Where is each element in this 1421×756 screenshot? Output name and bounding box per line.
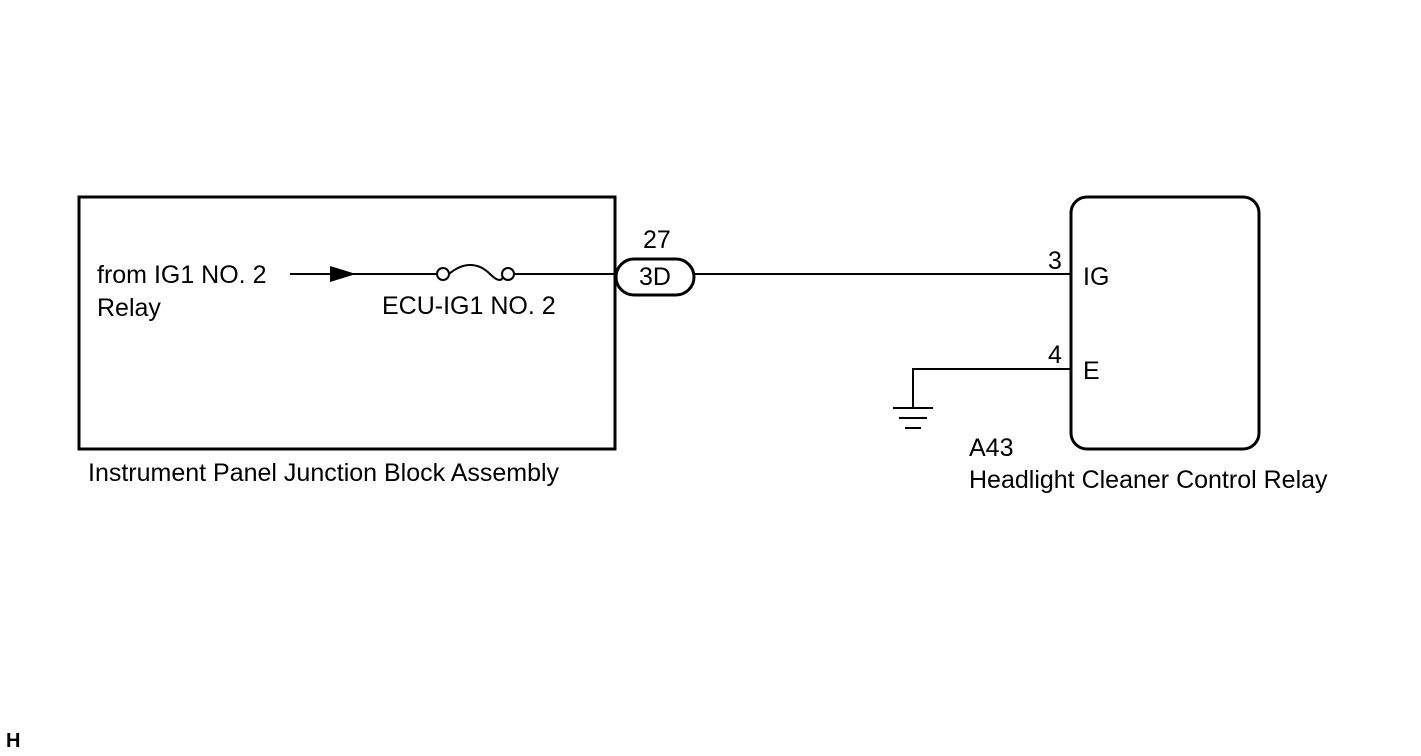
connector-code: 3D [639,263,671,291]
relay-pin-number-ig: 3 [1048,247,1062,275]
source-label-line2: Relay [97,294,161,322]
connector-capsule [614,257,696,297]
corner-mark: H [6,730,21,752]
relay-pin-label-ig: IG [1083,263,1110,291]
junction-block-box [77,195,617,451]
junction-block-label: Instrument Panel Junction Block Assembly [88,459,560,487]
relay-pin-label-e: E [1083,357,1100,385]
arrow-icon [330,266,356,282]
relay-pin-number-e: 4 [1048,341,1062,369]
relay-box [1069,195,1261,451]
source-label-line1: from IG1 NO. 2 [97,261,267,289]
relay-label: Headlight Cleaner Control Relay [969,466,1328,494]
fuse-label: ECU-IG1 NO. 2 [382,292,556,320]
fuse-icon [436,264,515,281]
ground-icon [893,407,933,429]
connector-pin-number: 27 [643,226,671,254]
ground-wire [912,368,1071,408]
relay-connector-id: A43 [969,434,1014,462]
